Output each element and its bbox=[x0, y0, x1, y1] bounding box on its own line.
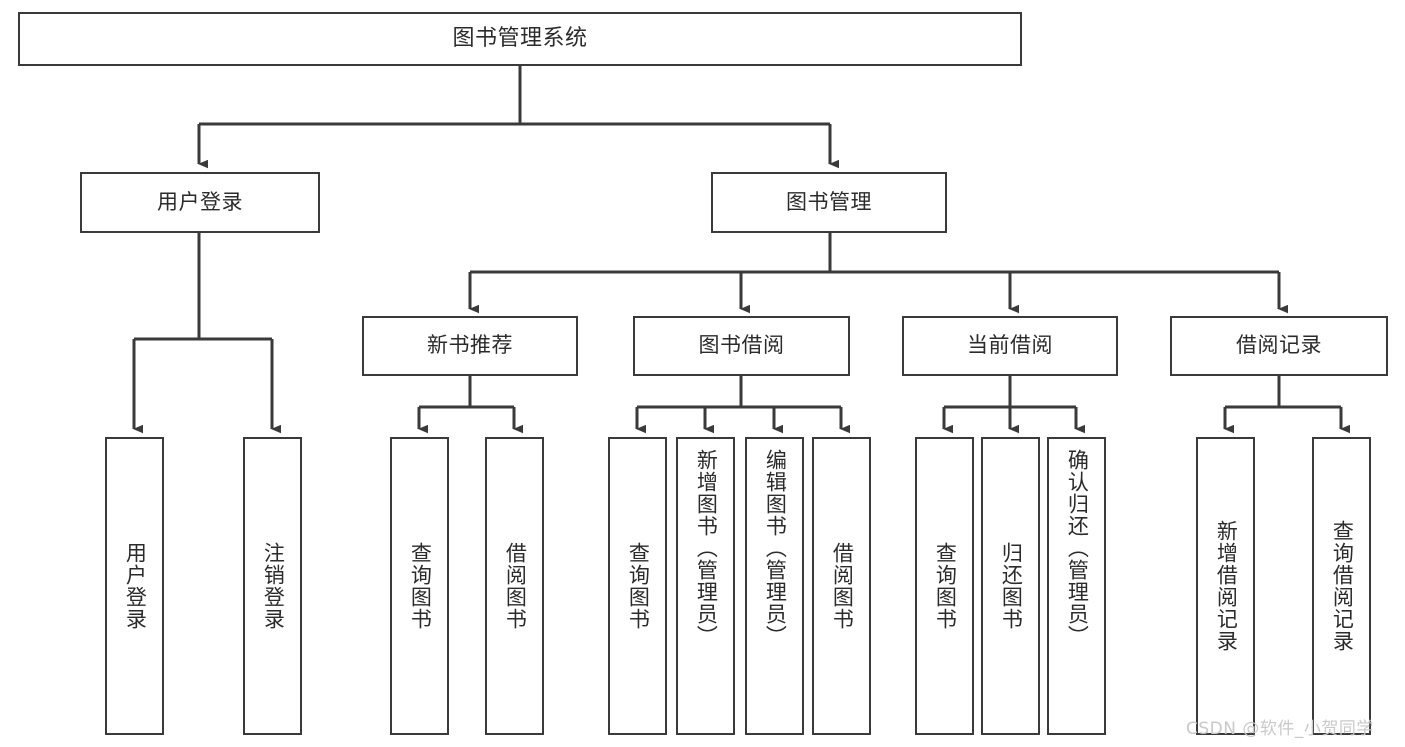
node-label: 查询图书 bbox=[626, 542, 651, 630]
node-label: 用户登录 bbox=[157, 189, 243, 214]
node-borrow-record[interactable]: 借阅记录 bbox=[1170, 316, 1388, 376]
node-book-management[interactable]: 图书管理 bbox=[711, 172, 947, 233]
leaf-new-book-borrow-book[interactable]: 借阅图书 bbox=[485, 437, 544, 735]
node-label: 归还图书 bbox=[999, 542, 1024, 630]
node-current-borrow[interactable]: 当前借阅 bbox=[902, 316, 1118, 376]
node-root-system[interactable]: 图书管理系统 bbox=[18, 12, 1022, 66]
node-label: 查询图书 bbox=[408, 542, 433, 630]
node-label: 新书推荐 bbox=[427, 333, 513, 358]
node-label: 借阅记录 bbox=[1236, 333, 1322, 358]
leaf-current-borrow-return-book[interactable]: 归还图书 bbox=[981, 437, 1040, 735]
leaf-user-login-login[interactable]: 用户登录 bbox=[105, 437, 164, 735]
leaf-current-borrow-query-book[interactable]: 查询图书 bbox=[915, 437, 974, 735]
node-label: 注销登录 bbox=[261, 542, 286, 630]
node-label: 新增图书（管理员） bbox=[694, 449, 719, 647]
node-label: 编辑图书（管理员） bbox=[763, 449, 788, 647]
leaf-current-borrow-confirm-return[interactable]: 确认归还（管理员） bbox=[1047, 437, 1106, 735]
node-label: 当前借阅 bbox=[967, 333, 1053, 358]
leaf-book-borrow-query-book[interactable]: 查询图书 bbox=[608, 437, 667, 735]
leaf-book-borrow-borrow-book[interactable]: 借阅图书 bbox=[812, 437, 871, 735]
csdn-watermark: CSDN @软件_小贺同学 bbox=[1186, 719, 1374, 739]
node-user-login[interactable]: 用户登录 bbox=[80, 172, 320, 233]
node-label: 查询图书 bbox=[933, 542, 958, 630]
node-label: 图书管理系统 bbox=[452, 25, 588, 51]
node-label: 确认归还（管理员） bbox=[1065, 449, 1090, 647]
node-label: 新增借阅记录 bbox=[1214, 520, 1239, 652]
leaf-user-login-logout[interactable]: 注销登录 bbox=[243, 437, 302, 735]
node-new-book-recommend[interactable]: 新书推荐 bbox=[362, 316, 578, 376]
leaf-borrow-record-add-record[interactable]: 新增借阅记录 bbox=[1196, 437, 1255, 735]
node-label: 用户登录 bbox=[123, 542, 148, 630]
leaf-new-book-query-book[interactable]: 查询图书 bbox=[390, 437, 449, 735]
leaf-book-borrow-add-book[interactable]: 新增图书（管理员） bbox=[676, 437, 735, 735]
node-label: 借阅图书 bbox=[503, 542, 528, 630]
leaf-borrow-record-query-record[interactable]: 查询借阅记录 bbox=[1312, 437, 1371, 735]
node-label: 借阅图书 bbox=[830, 542, 855, 630]
node-book-borrow[interactable]: 图书借阅 bbox=[633, 316, 850, 376]
leaf-book-borrow-edit-book[interactable]: 编辑图书（管理员） bbox=[745, 437, 804, 735]
node-label: 查询借阅记录 bbox=[1330, 520, 1355, 652]
node-label: 图书管理 bbox=[786, 189, 872, 214]
node-label: 图书借阅 bbox=[698, 333, 785, 358]
